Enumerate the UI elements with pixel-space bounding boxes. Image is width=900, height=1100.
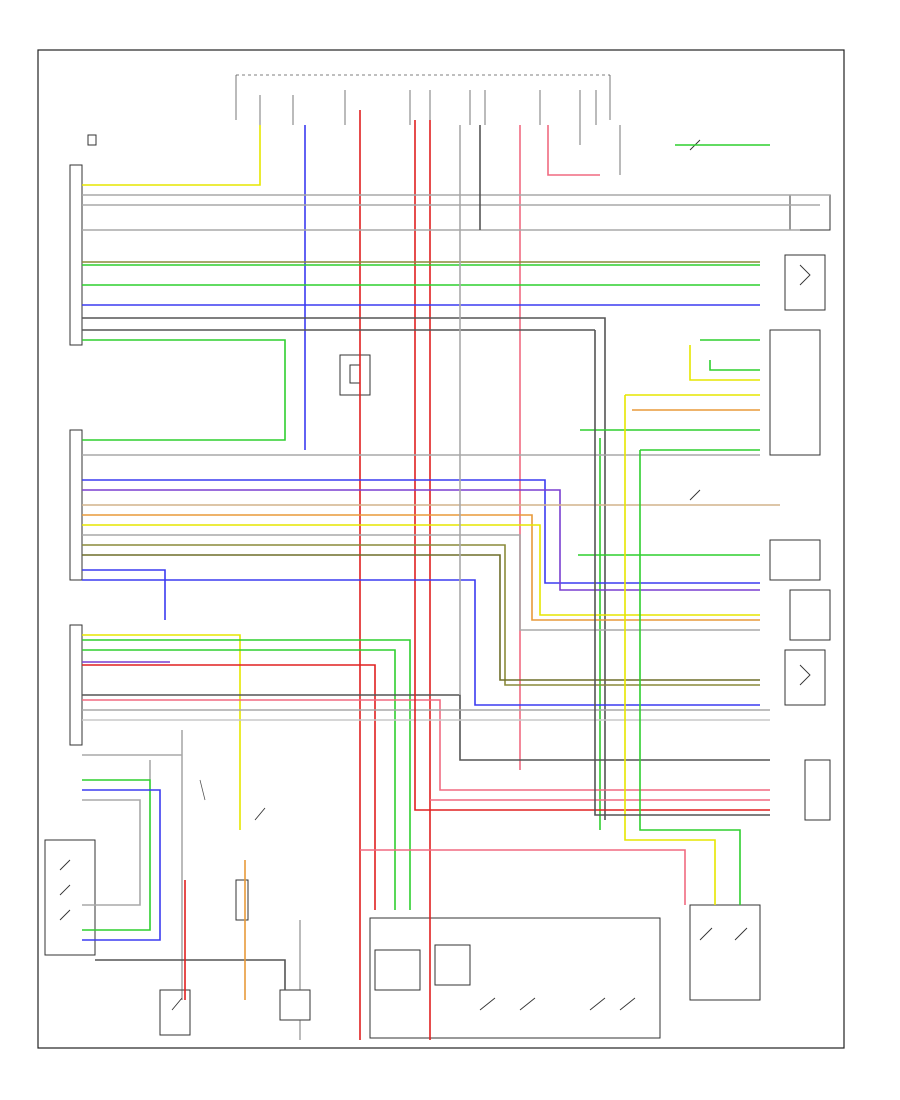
- bottom-junction-box: [369, 917, 661, 1039]
- rear-right-switch-box: [804, 759, 831, 821]
- bottom-right-switch-box: [689, 904, 761, 1001]
- bottom-left-switch: [159, 989, 191, 1036]
- bottom-relay-left: [374, 949, 421, 991]
- wire-blue-36: [82, 569, 166, 620]
- left-fuse: [87, 134, 97, 146]
- wire-orange-30: [82, 514, 760, 621]
- front-right-motor: [784, 254, 826, 311]
- wire-dark_gray-53: [95, 959, 286, 990]
- wire-pink-44: [82, 699, 770, 791]
- rear-window-unit: [279, 989, 311, 1021]
- wire-yellow-19: [689, 345, 760, 381]
- wire-pink-56: [360, 849, 686, 905]
- wire-gray-52: [82, 799, 141, 906]
- wire-red-47: [414, 650, 770, 811]
- wire-dark_gray-59: [594, 330, 770, 816]
- wire-blue-27: [82, 479, 760, 584]
- master-switch-upper-box: [69, 164, 83, 346]
- wire-pink-6: [547, 125, 600, 176]
- right-lock-actuator-upper: [769, 329, 821, 456]
- wire-blue-51: [82, 789, 161, 941]
- resistor-component: [235, 879, 249, 921]
- center-relay-coil: [349, 364, 361, 384]
- wire-blue-37: [82, 579, 760, 706]
- wire-green-20: [709, 360, 760, 371]
- diagram-frame: [37, 49, 845, 1049]
- right-lock-actuator-lower: [769, 539, 821, 581]
- wire-dark_olive-34: [82, 554, 760, 681]
- wires: [82, 110, 830, 1040]
- rear-right-motor: [784, 649, 826, 706]
- center-relay: [339, 354, 371, 396]
- wire-green-17: [82, 339, 286, 441]
- front-right-motor-top: [789, 194, 831, 231]
- window-lock-switch-box: [44, 839, 96, 956]
- wire-dark_gray-43: [82, 694, 770, 761]
- wire-dark_gray-15: [82, 317, 606, 820]
- wire-yellow-31: [82, 524, 760, 616]
- components: [44, 74, 831, 1039]
- wire-yellow-57: [624, 395, 716, 905]
- bottom-relay-mid: [434, 944, 471, 986]
- wire-green-39: [82, 639, 411, 910]
- door-module-box: [69, 624, 83, 746]
- wire-purple-28: [82, 489, 760, 591]
- wire-red-42: [82, 664, 376, 910]
- wire-green-40: [82, 649, 396, 910]
- wire-yellow-0: [82, 125, 261, 186]
- wire-olive-33: [82, 544, 760, 686]
- wire-yellow-38: [82, 634, 241, 830]
- wire-green-50: [82, 779, 151, 931]
- wire-green-58: [639, 450, 741, 905]
- master-switch-lower-box: [69, 429, 83, 581]
- rear-right-motor-top: [789, 589, 831, 641]
- top-fuse-blocks: [235, 74, 611, 125]
